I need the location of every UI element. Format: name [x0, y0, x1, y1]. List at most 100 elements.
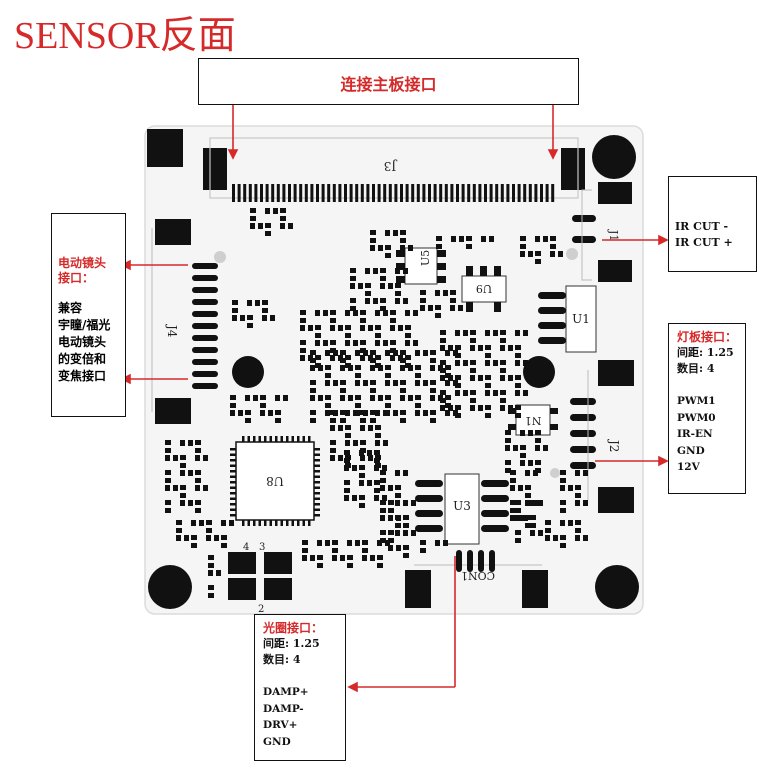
smd-pad [415, 365, 421, 370]
smd-pad [393, 230, 398, 236]
j3-pin [500, 184, 504, 202]
j2-pin [570, 462, 596, 469]
con1-pin [489, 550, 495, 572]
smd-pad [396, 515, 401, 521]
u8-pin [314, 497, 320, 500]
j3-pin [478, 184, 482, 202]
iris-heading: 光圈接口： [263, 621, 324, 635]
smd-pad [575, 535, 580, 541]
smd-pad [338, 325, 343, 331]
smd-pad [360, 410, 366, 415]
smd-pad [173, 455, 178, 461]
smd-pad [345, 355, 351, 360]
smd-pad [458, 305, 463, 311]
smd-pad [206, 520, 212, 525]
smd-pad [330, 455, 335, 461]
smd-pad [428, 305, 433, 311]
u8-pin [264, 436, 267, 442]
smd-pad [280, 208, 286, 213]
smd-pad [436, 244, 442, 249]
smd-pad [390, 355, 395, 361]
smd-pad [344, 495, 349, 501]
smd-pad [535, 438, 541, 443]
smd-pad [195, 485, 200, 491]
smd-pad [463, 390, 468, 396]
u8-pin [286, 520, 289, 526]
u8-pin [302, 520, 305, 526]
smd-pad [403, 500, 408, 506]
smd-pad [340, 380, 346, 385]
smd-pad [345, 325, 351, 330]
smd-pad [505, 430, 511, 435]
u8-pin [314, 486, 320, 489]
smd-pad [560, 470, 566, 475]
smd-pad [405, 310, 410, 316]
u3-pin [415, 510, 443, 517]
smd-pad [195, 440, 201, 445]
smd-pad [405, 340, 410, 346]
j3-pin [416, 184, 420, 202]
smd-pad [445, 365, 451, 370]
j3-pin [232, 184, 235, 202]
smd-pad [191, 535, 197, 540]
smd-pad [515, 413, 521, 418]
smd-pad [400, 230, 406, 235]
j3-pin [355, 184, 359, 202]
smd-pad [375, 410, 380, 416]
smd-pad [388, 538, 394, 543]
smd-pad [232, 300, 238, 305]
led-board-callout: 灯板接口： 间距: 1.25 数目: 4 PWM1 PWM0 IR-EN GND… [668, 323, 746, 494]
u8-pin [230, 459, 236, 462]
smd-pad [180, 440, 185, 446]
smd-pad [393, 410, 398, 416]
smd-pad [448, 375, 453, 381]
smd-pad [265, 208, 270, 214]
smd-pad [165, 448, 171, 453]
smd-pad [400, 418, 406, 423]
smd-pad [345, 455, 351, 460]
j3-pin [327, 184, 331, 202]
smd-pad [388, 545, 393, 551]
smd-pad [500, 398, 506, 403]
connector-j3: J3 [203, 137, 585, 202]
smd-pad [403, 298, 408, 304]
smd-pad [360, 425, 365, 431]
smd-pad [247, 315, 253, 320]
j3-pin [506, 184, 510, 202]
smd-pad [340, 350, 346, 355]
smd-pad [195, 470, 201, 475]
j3-pin [293, 184, 297, 202]
smd-pad [505, 438, 511, 443]
j3-pin [377, 184, 381, 202]
smd-pad [350, 268, 356, 273]
pin-4-label: 4 [243, 542, 249, 553]
smd-pad [415, 350, 420, 356]
smd-pad [375, 340, 380, 346]
smd-pad [520, 251, 525, 257]
smd-pad [323, 310, 328, 316]
smd-pad [455, 383, 461, 388]
smd-pad [481, 236, 486, 242]
smd-pad [408, 365, 413, 371]
lens-desc-line: 的变倍和 [58, 352, 107, 366]
smd-pad [345, 333, 351, 338]
smd-pad [203, 455, 208, 461]
j4-ref: J4 [165, 323, 179, 338]
smd-pad [485, 330, 490, 336]
smd-pad [485, 375, 491, 380]
smd-pad [445, 380, 450, 386]
chip-u1: U1 [538, 285, 597, 353]
smd-pad [310, 388, 316, 393]
j2-pin [570, 414, 596, 421]
smd-pad [533, 500, 538, 506]
smd-pad [430, 358, 436, 363]
smd-pad [440, 405, 445, 411]
smd-pad [470, 398, 476, 403]
smd-pad [485, 405, 491, 410]
smd-pad [330, 310, 336, 315]
mount-hole-tr [592, 135, 636, 179]
j4-pin [192, 299, 218, 305]
smd-pad [515, 405, 521, 410]
smd-pad [203, 485, 208, 491]
